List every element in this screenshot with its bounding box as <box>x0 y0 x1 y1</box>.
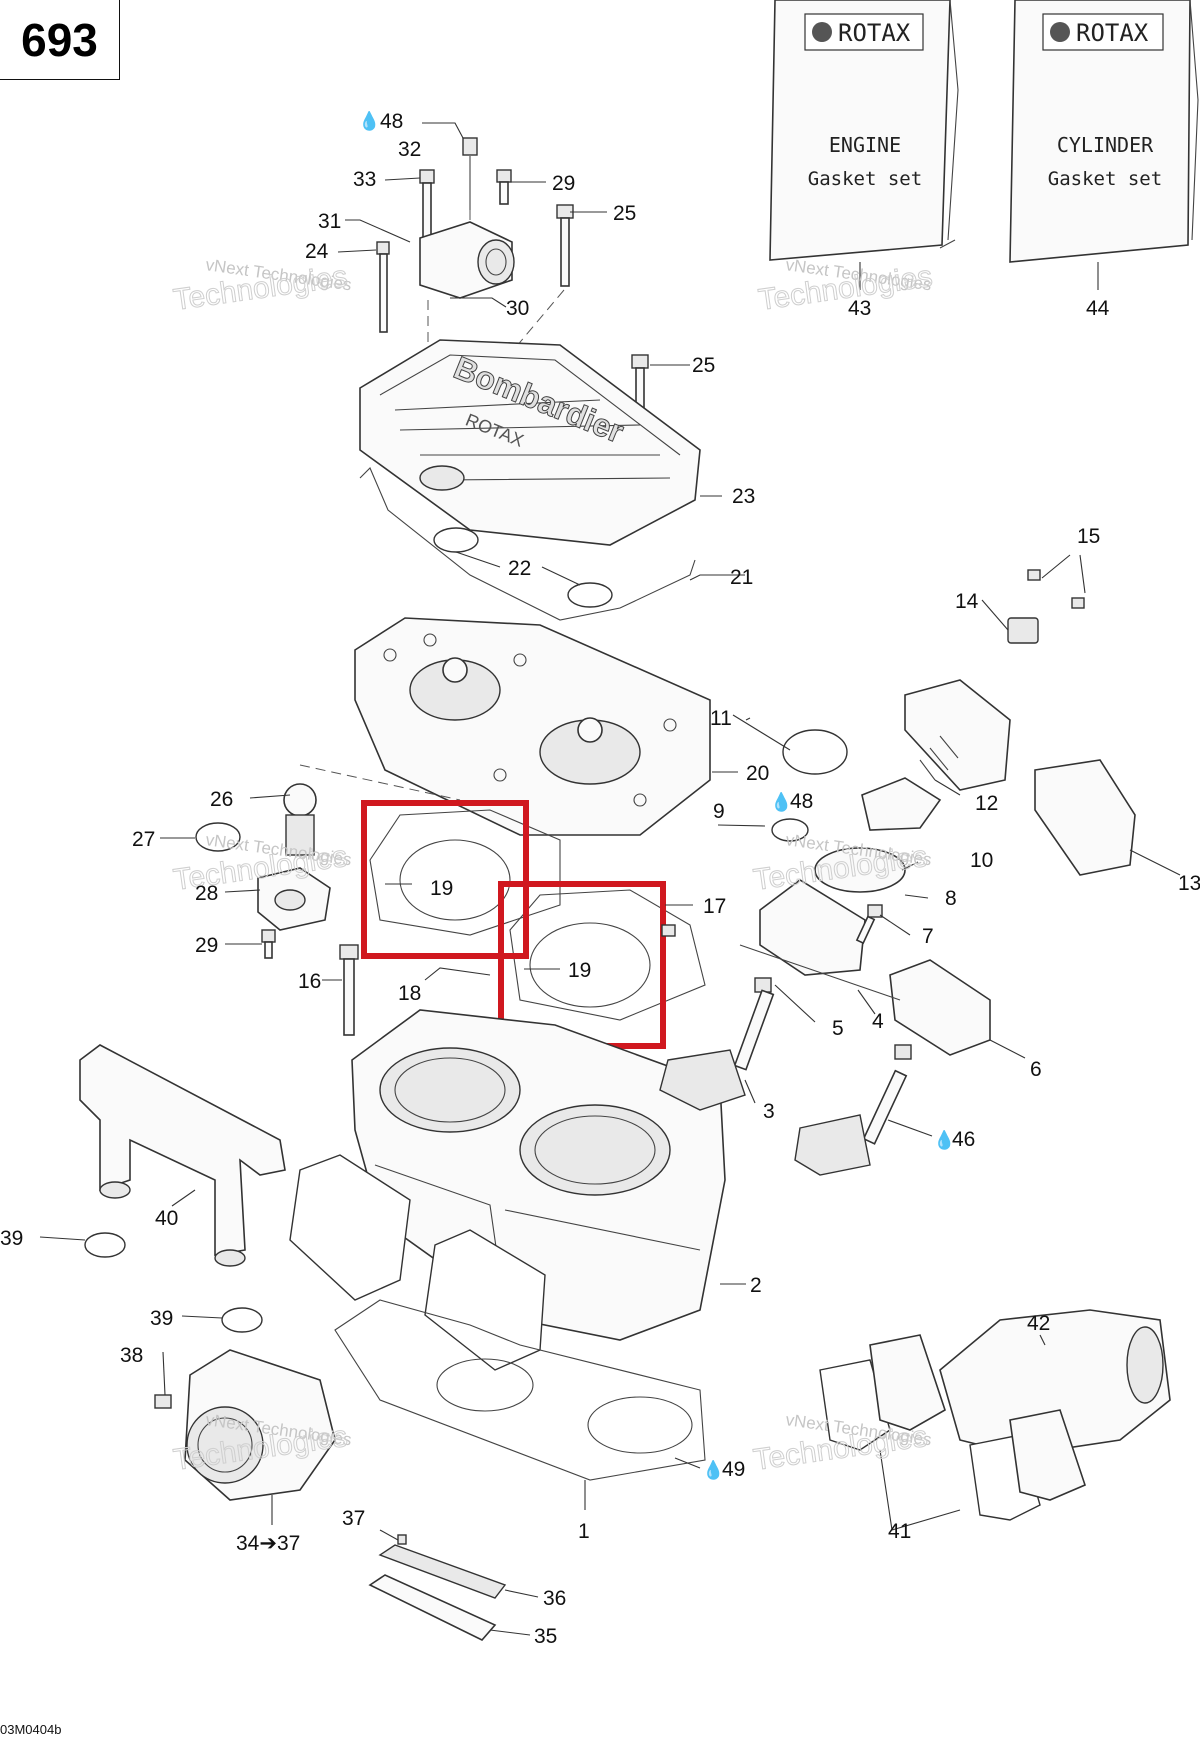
callout-21: 21 <box>730 566 753 589</box>
callout-49: 49 <box>722 1458 745 1481</box>
drop-icon: 💧 <box>770 791 792 812</box>
callout-33: 33 <box>353 168 376 191</box>
callout-11: 11 <box>710 707 732 730</box>
callout-16: 16 <box>298 970 321 993</box>
callout-26: 26 <box>210 788 233 811</box>
callout-1: 1 <box>578 1520 590 1543</box>
piston-rods <box>659 989 908 1176</box>
callout-42: 42 <box>1027 1312 1050 1335</box>
callout-39: 39 <box>150 1307 173 1330</box>
callout-24: 24 <box>305 240 329 263</box>
callout-40: 40 <box>155 1207 178 1230</box>
rotax-logo-icon <box>1050 22 1070 42</box>
callout-36: 36 <box>543 1587 566 1610</box>
callout-6: 6 <box>1030 1058 1042 1081</box>
callout-25: 25 <box>613 202 636 225</box>
rotax-logo-icon <box>812 22 832 42</box>
callout-4: 4 <box>872 1010 884 1033</box>
callout-27: 27 <box>132 828 155 851</box>
drop-icon: 💧 <box>933 1129 955 1150</box>
base-gasket <box>334 1299 706 1481</box>
callout-labels: 💧 48 32 33 29 25 31 24 30 43 44 25 23 22… <box>0 110 1200 1648</box>
callout-9: 9 <box>713 800 725 823</box>
kit-brand: ROTAX <box>1076 19 1149 47</box>
callout-22: 22 <box>508 557 531 580</box>
callout-23: 23 <box>732 485 755 508</box>
kit-subtitle: Gasket set <box>808 168 922 190</box>
engine-gasket-kit: ROTAX ENGINE Gasket set <box>769 0 959 261</box>
callout-44: 44 <box>1086 297 1110 320</box>
callout-37: 37 <box>342 1507 365 1530</box>
hose-clamp <box>221 1307 263 1333</box>
callout-31: 31 <box>318 210 341 233</box>
kit-subtitle: Gasket set <box>1048 168 1162 190</box>
drawing-id: 03M0404b <box>0 1722 62 1737</box>
callout-46: 46 <box>952 1128 975 1151</box>
callout-19: 19 <box>568 959 591 982</box>
callout-3: 3 <box>763 1100 775 1123</box>
callout-20: 20 <box>746 762 769 785</box>
callout-10: 10 <box>970 849 993 872</box>
callout-14: 14 <box>955 590 979 613</box>
head-cover: Bombardier ROTAX <box>359 339 701 546</box>
head-gasket <box>509 889 706 1021</box>
rotary-valve-group <box>661 569 1136 1060</box>
callout-19: 19 <box>430 877 453 900</box>
thermostat-group <box>195 783 359 1036</box>
callout-5: 5 <box>832 1017 844 1040</box>
exhaust-elbow <box>819 1309 1171 1521</box>
callout-43: 43 <box>848 297 871 320</box>
callout-29: 29 <box>552 172 575 195</box>
kit-title: CYLINDER <box>1057 133 1154 157</box>
cover-gasket <box>359 467 696 621</box>
kit-brand: ROTAX <box>838 19 911 47</box>
head-gasket-bore <box>529 922 651 1008</box>
head-gasket-bore <box>399 839 511 921</box>
drop-icon: 💧 <box>358 110 380 131</box>
callout-18: 18 <box>398 982 421 1005</box>
callout-28: 28 <box>195 882 218 905</box>
decal <box>368 1574 497 1641</box>
callout-2: 2 <box>750 1274 762 1297</box>
callout-41: 41 <box>888 1520 911 1543</box>
callout-15: 15 <box>1077 525 1100 548</box>
rotary-valve-cover <box>154 1349 336 1501</box>
head-gasket <box>369 809 561 936</box>
drop-icon: 💧 <box>702 1459 724 1480</box>
hose-clamp <box>84 1232 126 1258</box>
page-number: 693 <box>0 0 120 80</box>
callout-30: 30 <box>506 297 529 320</box>
callout-7: 7 <box>922 925 934 948</box>
callout-48: 48 <box>380 110 403 133</box>
callout-8: 8 <box>945 887 957 910</box>
kit-title: ENGINE <box>829 133 901 157</box>
leader-lines <box>39 122 1181 1636</box>
callout-32: 32 <box>398 138 421 161</box>
callout-38: 38 <box>120 1344 143 1367</box>
cylinder-head <box>354 617 711 836</box>
exhaust-manifold <box>79 1044 286 1267</box>
callout-39: 39 <box>0 1227 23 1250</box>
cylinder-gasket-kit: ROTAX CYLINDER Gasket set <box>1009 0 1199 263</box>
gasket-highlight-box <box>361 800 529 959</box>
callout-34-37: 34➔37 <box>236 1532 300 1555</box>
callout-17: 17 <box>703 895 726 918</box>
callout-25: 25 <box>692 354 715 377</box>
head-fittings <box>376 137 649 431</box>
callout-12: 12 <box>975 792 998 815</box>
callout-35: 35 <box>534 1625 557 1648</box>
decal <box>378 1544 507 1599</box>
callout-13: 13 <box>1178 872 1200 895</box>
callout-29: 29 <box>195 934 218 957</box>
o-ring <box>433 527 479 553</box>
callout-48: 48 <box>790 790 813 813</box>
o-ring <box>567 582 613 608</box>
